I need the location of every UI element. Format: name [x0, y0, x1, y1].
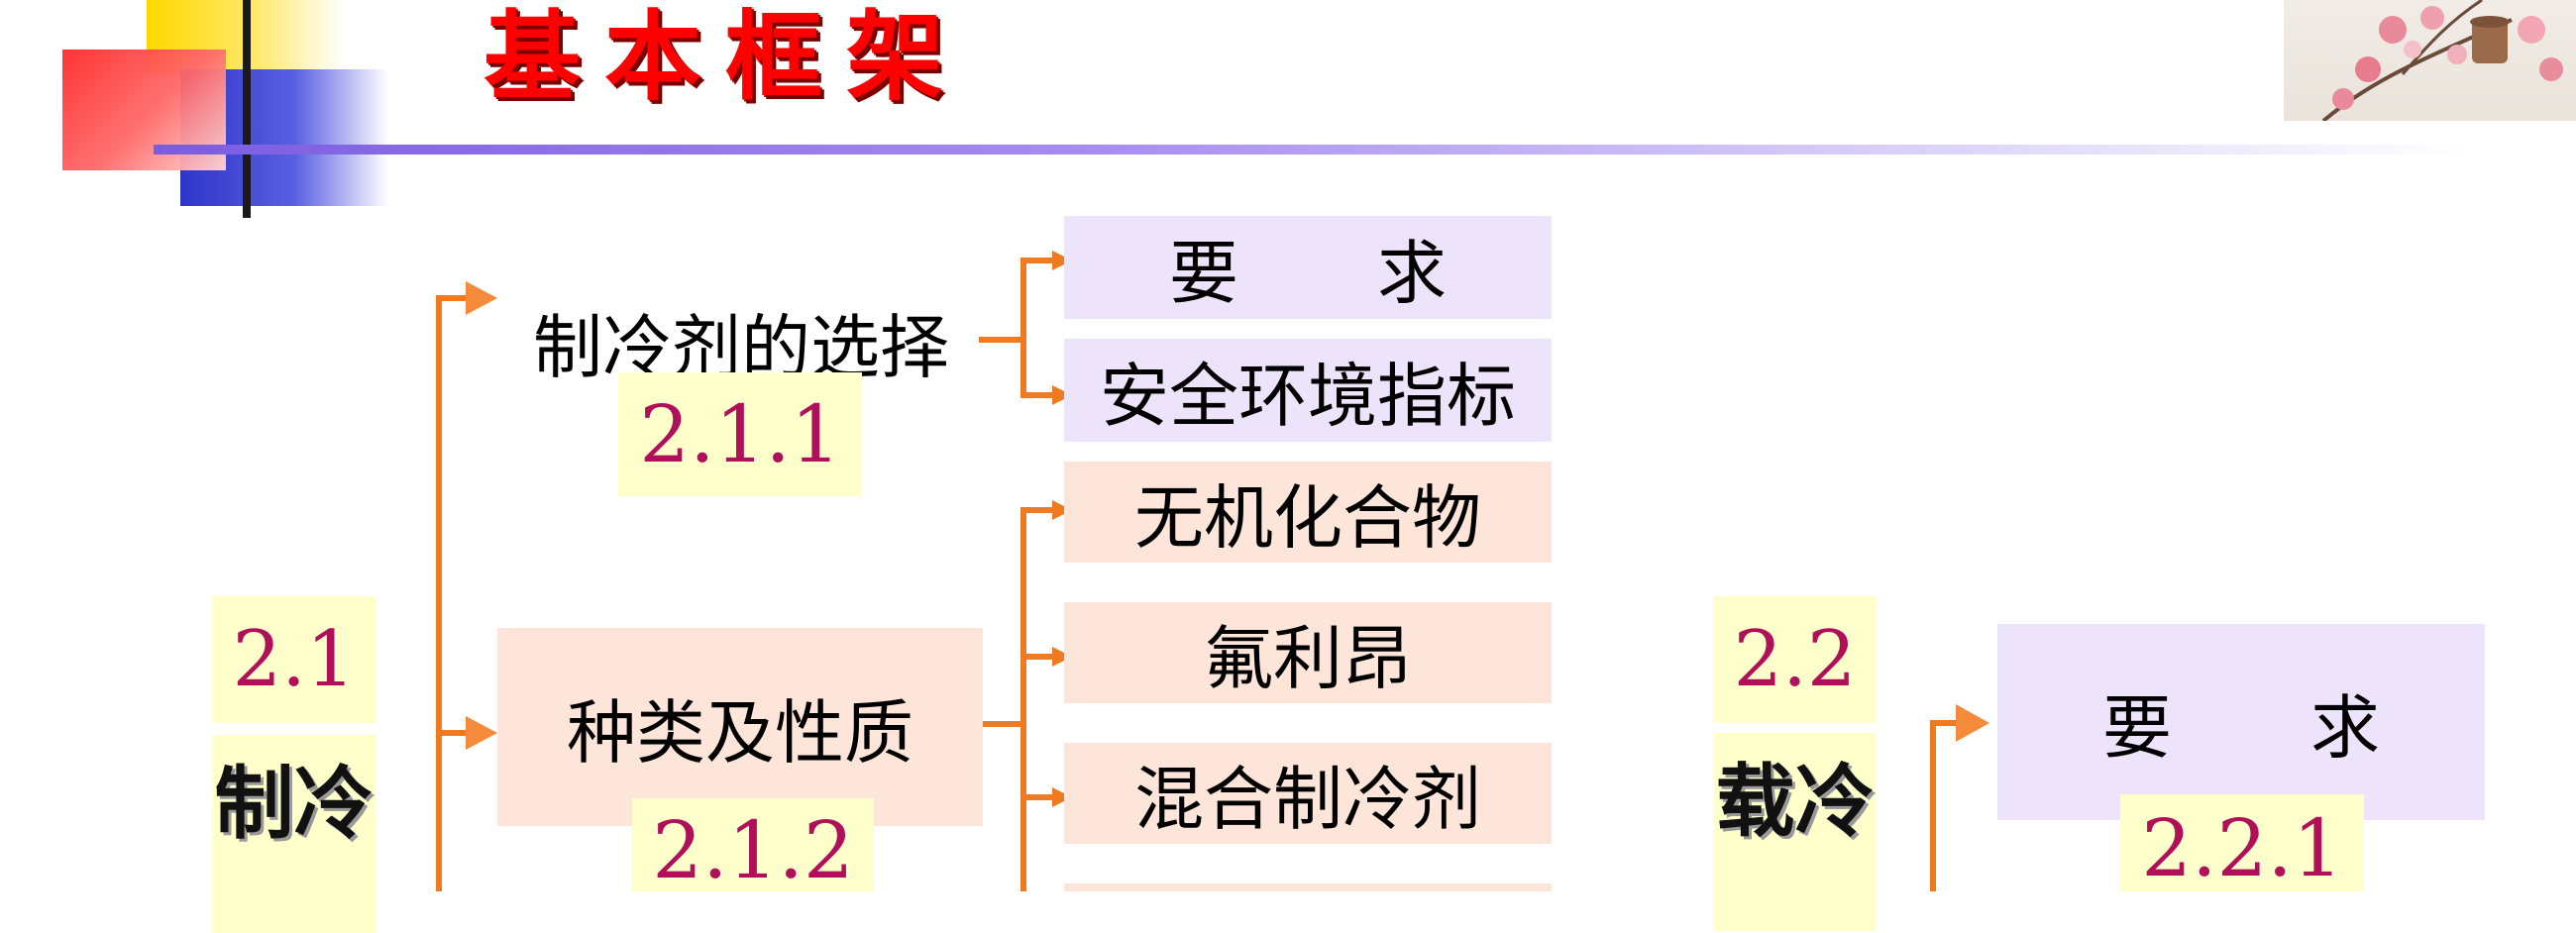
title-underline — [154, 145, 2472, 155]
connector-spine-21 — [436, 295, 442, 891]
node-221-number: 2.2.1 — [2120, 794, 2364, 894]
arrow-to-221 — [1956, 704, 1989, 742]
node-221-label: 要 求 — [1997, 624, 2485, 820]
flower-photo — [2284, 0, 2576, 121]
leaf-safety-env: 安全环境指标 — [1064, 339, 1552, 442]
connector-to-212 — [436, 730, 476, 736]
leaf-requirements: 要 求 — [1064, 216, 1552, 319]
node-211-number: 2.1.1 — [618, 372, 862, 496]
connector-to-safety — [1020, 392, 1058, 398]
connector-to-req — [1020, 258, 1058, 263]
page-title: 基本框架 — [483, 1, 968, 114]
connector-211-out — [979, 337, 1026, 343]
decor-vertical-bar — [243, 0, 251, 218]
section-21-vertical-label: 制冷 — [212, 735, 376, 933]
arrow-to-212 — [466, 716, 497, 750]
leaf-mixed: 混合制冷剂 — [1064, 743, 1552, 844]
connector-212-spine — [1020, 507, 1026, 891]
flower-branch-icon — [2321, 0, 2563, 121]
connector-to-inorganic — [1020, 507, 1058, 513]
connector-212-out — [979, 721, 1026, 727]
node-212-label: 种类及性质 — [497, 628, 983, 826]
connector-to-freon — [1020, 654, 1058, 660]
connector-spine-22 — [1930, 720, 1936, 891]
connector-to-221 — [1930, 720, 1964, 726]
arrow-to-211 — [466, 281, 497, 315]
connector-211-spine — [1020, 258, 1026, 396]
leaf-freon: 氟利昂 — [1064, 602, 1552, 703]
section-22-number: 2.2 — [1714, 596, 1876, 723]
node-212-number: 2.1.2 — [632, 798, 874, 896]
connector-to-mixed — [1020, 794, 1058, 800]
leaf-partial — [1064, 883, 1552, 891]
section-21-number: 2.1 — [212, 596, 376, 723]
connector-to-211 — [436, 295, 476, 301]
section-22-vertical-label: 载冷 — [1714, 733, 1876, 931]
leaf-inorganic: 无机化合物 — [1064, 462, 1552, 563]
